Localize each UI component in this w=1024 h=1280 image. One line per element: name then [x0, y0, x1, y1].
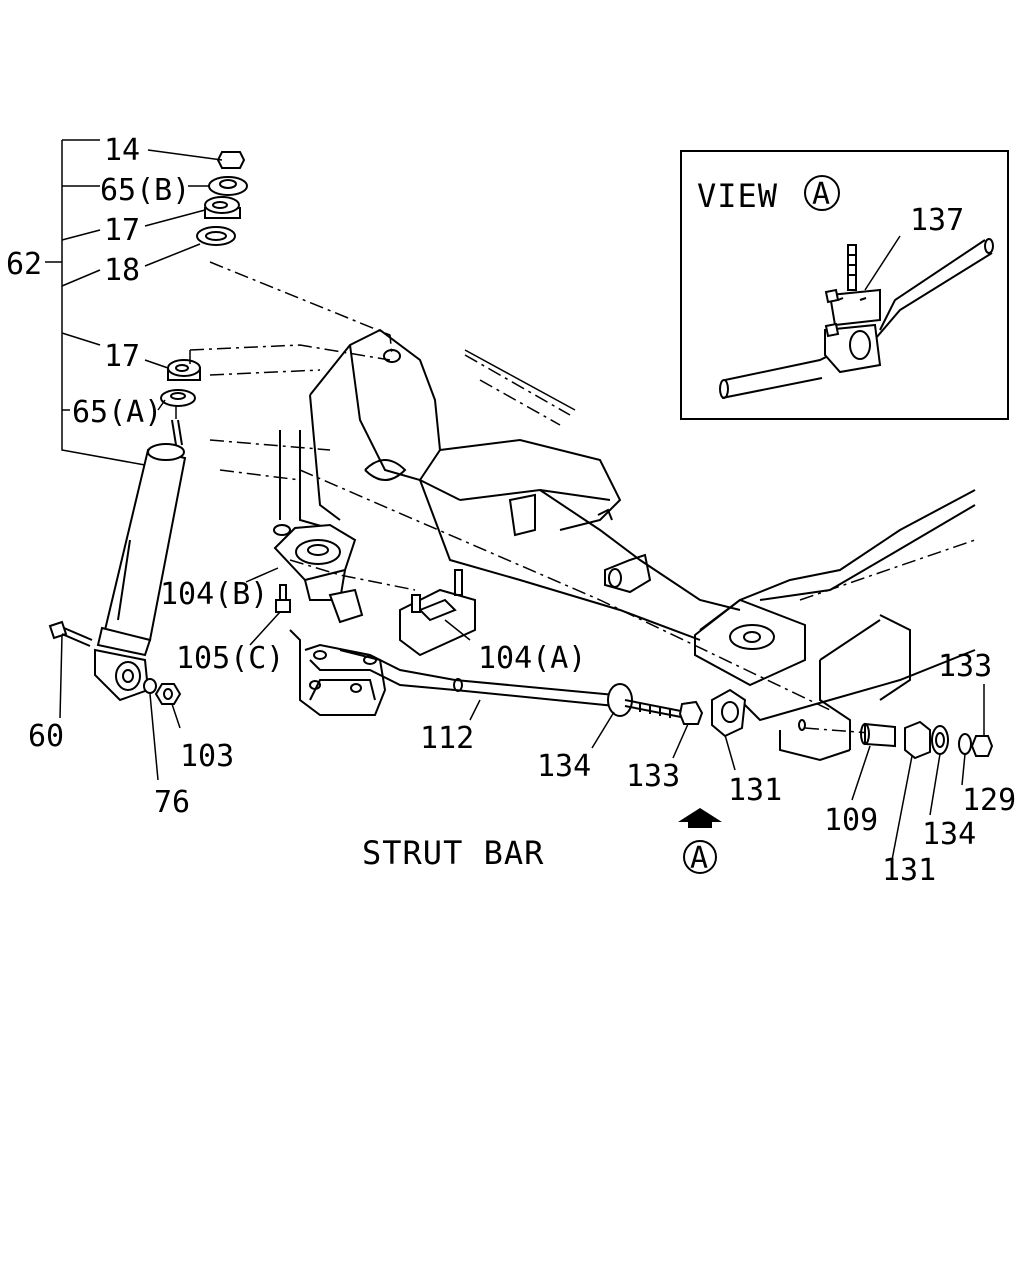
strut-bar-112 [453, 678, 747, 738]
callout-labels: 14 65(B) 17 62 18 17 65(A) 104(B) 105(C)… [6, 133, 1016, 888]
right-stack [804, 720, 994, 760]
bushing-109 [864, 722, 896, 748]
callout-112: 112 [420, 721, 474, 756]
callout-133a: 133 [626, 759, 680, 794]
washer-134 [607, 683, 633, 717]
bolt-60 [48, 620, 93, 647]
callout-109: 109 [824, 803, 878, 838]
mount-104a [399, 569, 476, 657]
callout-105c: 105(C) [176, 641, 284, 676]
bolt-105c [275, 584, 291, 613]
callout-17a: 17 [104, 213, 140, 248]
callout-137: 137 [910, 203, 964, 238]
callout-17b: 17 [104, 339, 140, 374]
callout-133b: 133 [938, 649, 992, 684]
callout-134a: 134 [537, 749, 591, 784]
callout-60: 60 [28, 719, 64, 754]
nut-133b [970, 735, 994, 757]
bushing-131 [711, 688, 747, 738]
bushing-131b [904, 720, 931, 760]
nut-133 [678, 700, 704, 725]
lower-mount-stack [160, 350, 201, 420]
washer-129 [958, 733, 972, 755]
callout-104a: 104(A) [478, 641, 586, 676]
leader-lines [45, 139, 985, 861]
view-title: VIEW [697, 177, 778, 215]
callout-103: 103 [180, 739, 234, 774]
callout-65a: 65(A) [72, 395, 162, 430]
callout-104b: 104(B) [160, 577, 268, 612]
callout-14: 14 [104, 133, 140, 168]
chassis-frame [189, 328, 976, 762]
washer-76 [143, 678, 157, 694]
mount-104b [273, 523, 364, 624]
view-arrow-marker: A [690, 841, 708, 876]
view-a-inset: VIEW A 137 [680, 150, 1009, 420]
callout-65b: 65(B) [100, 173, 190, 208]
callout-134b: 134 [922, 817, 976, 852]
view-marker: A [812, 177, 830, 212]
view-arrow: A [678, 808, 722, 876]
callout-131a: 131 [728, 773, 782, 808]
washer-134b [931, 725, 949, 755]
callout-129: 129 [962, 783, 1016, 818]
diagram-title: STRUT BAR [362, 834, 544, 872]
callout-131b: 131 [882, 853, 936, 888]
strut-bar-bracket [289, 559, 456, 716]
nut-103 [154, 683, 182, 705]
callout-18: 18 [104, 253, 140, 288]
shock-absorber [94, 419, 187, 702]
callout-62: 62 [6, 247, 42, 282]
callout-76: 76 [154, 785, 190, 820]
upper-mount-stack [196, 151, 393, 357]
